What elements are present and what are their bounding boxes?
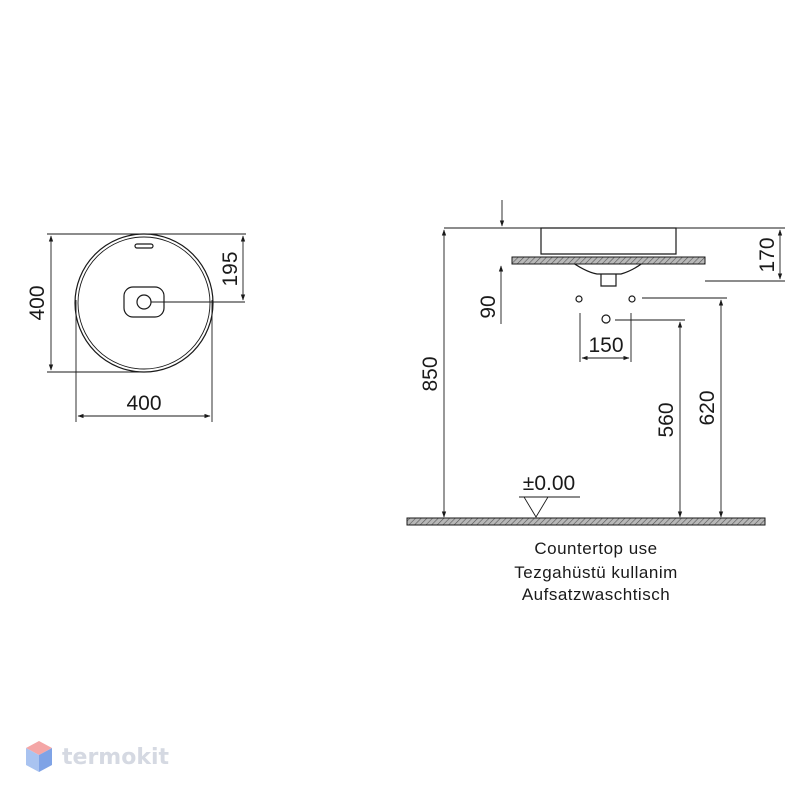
note-english: Countertop use [534,539,657,558]
basin-outer-circle [74,233,214,373]
floor-level-triangle [523,496,549,518]
drain-inner [136,294,152,310]
dim-label-height: 400 [26,285,49,320]
drain-hole [601,314,611,324]
top-view: 400 400 195 [26,233,246,422]
usage-notes: Countertop use Tezgahüstü kullanim Aufsa… [514,539,678,604]
watermark: termokit [24,737,169,777]
dim-label-width: 400 [126,392,161,415]
basin-inner-circle [77,236,211,370]
basin-profile [540,227,677,255]
side-view: 170 90 150 850 560 620 ±0.00 [406,200,785,526]
cube-logo-icon [26,741,52,772]
countertop [511,256,706,265]
floor-level-label: ±0.00 [523,472,575,495]
dim-label-supply-height: 620 [696,390,719,425]
dim-label-hole-spacing: 150 [588,334,623,357]
basin-bottom-curve [565,257,650,275]
dim-label-drain-offset: 195 [219,251,242,286]
supply-hole-right [628,295,636,303]
dim-label-total-height: 850 [419,356,442,391]
dim-label-drain-depth: 90 [477,295,500,318]
floor [406,517,766,526]
dim-label-drain-height: 560 [655,402,678,437]
drain-pipe [600,274,617,287]
supply-hole-left [575,295,583,303]
note-german: Aufsatzwaschtisch [522,585,670,604]
dim-label-basin-height: 170 [756,237,779,272]
overflow-slot [134,243,154,249]
watermark-text: termokit [62,744,170,770]
note-turkish: Tezgahüstü kullanim [514,563,678,582]
